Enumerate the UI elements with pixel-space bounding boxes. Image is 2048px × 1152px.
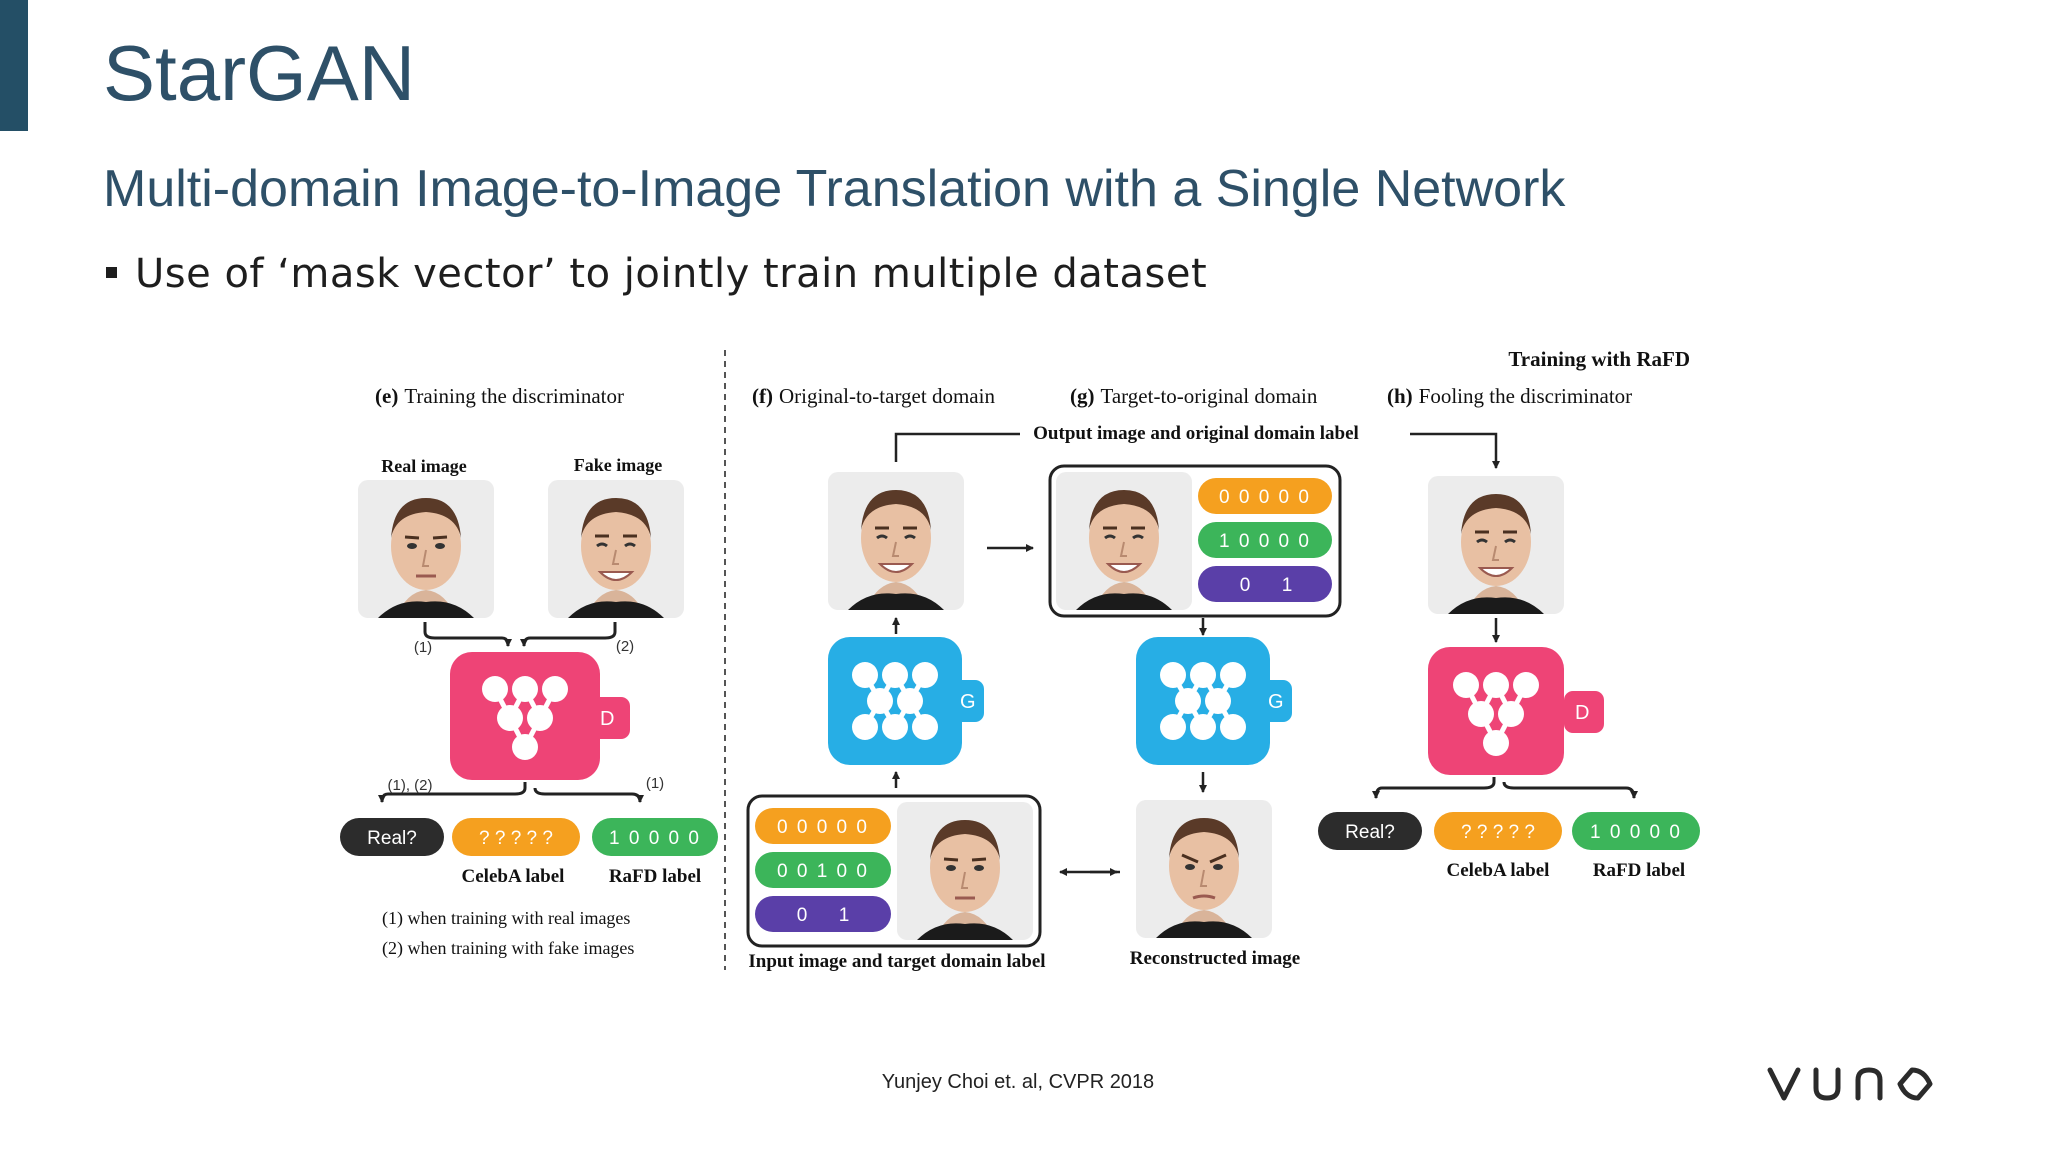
bullet-square-icon [106,266,117,278]
discriminator-block-h: D [1428,647,1604,775]
svg-text:1: 1 [1282,575,1293,596]
arrow-real-to-d [423,622,512,647]
svg-text:1 0 0 0 0: 1 0 0 0 0 [1219,531,1311,552]
f-output-face [826,470,966,612]
rafd-vector-pill-e: 1 0 0 0 0 [592,818,718,856]
real-face-image [356,478,496,620]
slide-subtitle: Multi-domain Image-to-Image Translation … [103,160,1566,218]
mark-1-2: (1), (2) [388,777,433,794]
output-domain-box: 0 0 0 0 0 1 0 0 0 0 0 1 [1048,464,1342,618]
real-image-label: Real image [381,456,466,476]
legend-fake: (2) when training with fake images [382,938,634,959]
panel-g-title: (g)Target-to-original domain [1070,384,1318,408]
bullet-point: Use of ‘mask vector’ to jointly train mu… [106,248,1207,300]
arrow-fake-to-d [520,622,617,647]
arrow-d-to-rafd [533,787,644,803]
input-image-label: Input image and target domain label [748,951,1045,972]
mark-2: (2) [616,638,634,655]
vuno-logo [1767,1067,1933,1101]
svg-text:G: G [1268,691,1284,713]
svg-text:1 0 0 0 0: 1 0 0 0 0 [609,828,701,849]
panel-e-title: (e)Training the discriminator [375,384,624,408]
unknown-label-pill-e: ? ? ? ? ? [452,818,580,856]
accent-bar [0,0,28,131]
svg-text:0: 0 [1240,575,1251,596]
unknown-label-pill-h: ? ? ? ? ? [1434,812,1562,850]
svg-text:? ? ? ? ?: ? ? ? ? ? [1461,822,1535,843]
arrow-h-outputs [1372,777,1496,799]
svg-text:Real?: Real? [1345,822,1395,843]
arrow-d-outputs [378,782,527,803]
generator-block-f: G [828,637,984,765]
fake-image-label: Fake image [574,455,662,475]
legend-real: (1) when training with real images [382,908,630,929]
d-letter: D [600,708,614,730]
svg-text:0 0 0 0 0: 0 0 0 0 0 [1219,487,1311,508]
bullet-text: Use of ‘mask vector’ to jointly train mu… [135,251,1208,297]
svg-text:0 0 1 0 0: 0 0 1 0 0 [777,861,869,882]
svg-text:D: D [1575,702,1589,724]
svg-text:Real?: Real? [367,828,417,849]
real-question-pill-e: Real? [340,818,444,856]
g-letter: G [960,691,976,713]
generator-block-g: G [1136,637,1292,765]
reconstructed-label: Reconstructed image [1130,948,1300,969]
citation: Yunjey Choi et. al, CVPR 2018 [881,1071,1155,1093]
panel-f-title: (f)Original-to-target domain [752,384,995,408]
h-fake-face [1426,474,1566,616]
stargan-figure: Training with RaFD (e)Training the discr… [340,347,1700,972]
training-with-rafd-label: Training with RaFD [1508,347,1690,371]
svg-text:1: 1 [839,905,850,926]
svg-text:1 0 0 0 0: 1 0 0 0 0 [1590,822,1682,843]
output-image-label: Output image and original domain label [1033,423,1359,444]
rafd-vector-pill-h: 1 0 0 0 0 [1572,812,1700,850]
celeba-label-e: CelebA label [462,866,565,887]
reconstructed-face-image [1134,798,1274,940]
input-domain-box: 0 0 0 0 0 0 0 1 0 0 0 1 [746,794,1042,948]
panel-h-title: (h)Fooling the discriminator [1387,384,1632,408]
mark-1: (1) [414,639,432,656]
slide-title: StarGAN [103,29,416,117]
mark-1-right: (1) [646,775,664,792]
arrow-h-to-rafd [1502,781,1638,799]
real-question-pill-h: Real? [1318,812,1422,850]
celeba-label-h: CelebA label [1447,860,1550,881]
fake-face-image [546,478,686,620]
rafd-label-e: RaFD label [609,866,701,887]
svg-text:0 0 0 0 0: 0 0 0 0 0 [777,817,869,838]
rafd-label-h: RaFD label [1593,860,1685,881]
svg-text:0: 0 [797,905,808,926]
svg-text:? ? ? ? ?: ? ? ? ? ? [479,828,553,849]
discriminator-block-e: D [450,652,630,780]
